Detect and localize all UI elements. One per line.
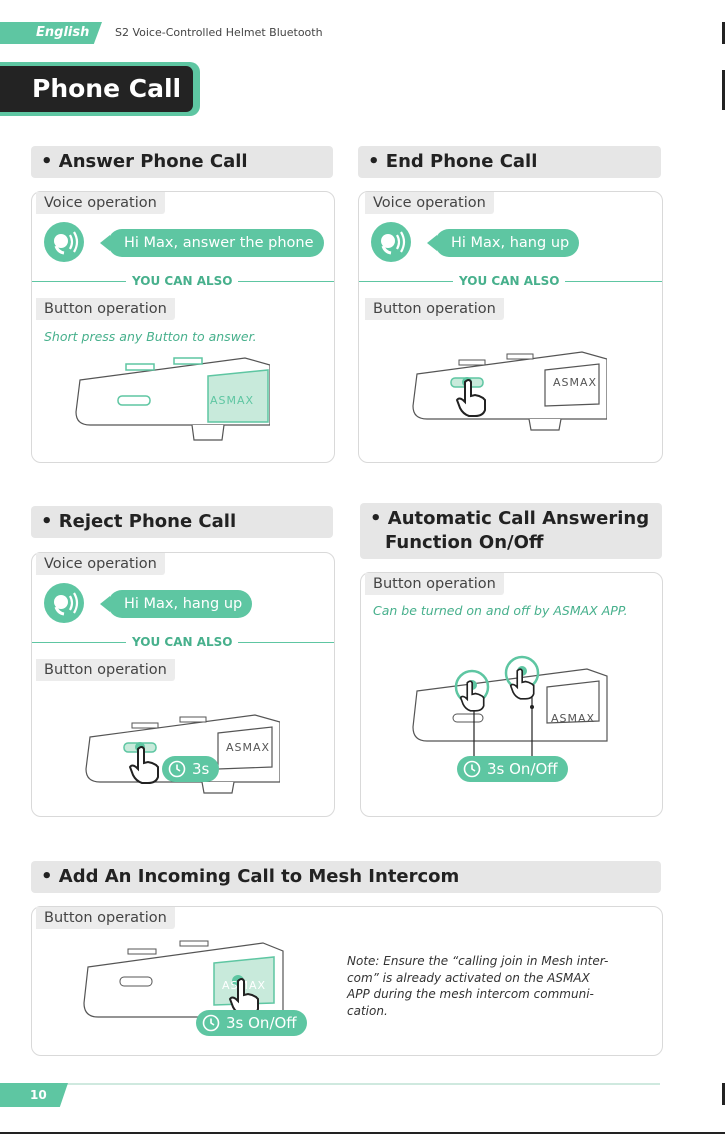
clock-icon [168, 760, 186, 778]
voice-operation-label: Voice operation [36, 553, 165, 575]
headset-device-icon [412, 655, 608, 761]
button-note: Can be turned on and off by ASMAX APP. [373, 603, 628, 618]
hold-duration-label: 3s On/Off [226, 1014, 297, 1032]
mesh-note-line: cation. [347, 1003, 388, 1018]
brand-label: ASMAX [226, 741, 271, 754]
brand-label: ASMAX [210, 394, 255, 407]
edge-mark [722, 70, 725, 110]
voice-operation-label: Voice operation [36, 192, 165, 214]
auto-answer-title-line1: • Automatic Call Answering [370, 508, 650, 529]
hold-duration-pill: 3s [162, 756, 220, 782]
voice-speaker-icon [371, 222, 411, 262]
end-call-card: Voice operation Hi Max, hang up YOU CAN … [358, 191, 663, 463]
auto-answer-title-line2: Function On/Off [385, 532, 544, 553]
speech-arrow [100, 235, 110, 251]
answer-call-card: Voice operation Hi Max, answer the phone… [31, 191, 335, 463]
footer-rule [62, 1083, 660, 1085]
hold-duration-pill: 3s On/Off [196, 1010, 307, 1036]
you-can-also-label: YOU CAN ALSO [126, 274, 239, 288]
button-note: Short press any Button to answer. [44, 329, 257, 344]
auto-answer-card: Button operation Can be turned on and of… [360, 572, 663, 817]
voice-operation-label: Voice operation [365, 192, 494, 214]
voice-speaker-icon [44, 222, 84, 262]
headset-device-icon [75, 357, 270, 441]
clock-icon [463, 760, 481, 778]
voice-command-pill: Hi Max, hang up [435, 229, 580, 257]
end-call-heading: • End Phone Call [358, 146, 661, 178]
mesh-note-line: Note: Ensure the “calling join in Mesh i… [347, 954, 609, 968]
edge-mark [722, 1083, 725, 1105]
page-number: 10 [0, 1083, 68, 1107]
mesh-note: Note: Ensure the “calling join in Mesh i… [347, 953, 647, 1019]
brand-label: ASMAX [553, 376, 598, 389]
hold-duration-label: 3s On/Off [487, 760, 558, 778]
hold-duration-label: 3s [192, 760, 210, 778]
answer-call-heading: • Answer Phone Call [31, 146, 333, 178]
you-can-also-label: YOU CAN ALSO [126, 635, 239, 649]
section-title-frame: Phone Call [0, 62, 200, 116]
document-title: S2 Voice-Controlled Helmet Bluetooth [115, 26, 323, 39]
button-operation-label: Button operation [36, 298, 175, 320]
button-operation-label: Button operation [36, 907, 175, 929]
speech-arrow [100, 596, 110, 612]
hand-pointer-icon [509, 668, 535, 700]
mesh-intercom-card: Button operation ASMAX 3s On/Off Note: E… [31, 906, 663, 1056]
mesh-note-line: com” is already activated on the ASMAX [347, 970, 590, 985]
voice-command-pill: Hi Max, hang up [108, 590, 253, 618]
language-tab: English [0, 22, 102, 44]
page-title: Phone Call [0, 66, 193, 112]
edge-mark [722, 22, 725, 44]
button-operation-label: Button operation [365, 298, 504, 320]
auto-answer-heading: • Automatic Call Answering Function On/O… [360, 503, 662, 559]
mesh-intercom-heading: • Add An Incoming Call to Mesh Intercom [31, 861, 661, 893]
hold-duration-pill: 3s On/Off [457, 756, 568, 782]
clock-icon [202, 1014, 220, 1032]
voice-speaker-icon [44, 583, 84, 623]
reject-call-heading: • Reject Phone Call [31, 506, 333, 538]
voice-command-pill: Hi Max, answer the phone [108, 229, 324, 257]
headset-device-icon [412, 351, 607, 431]
speech-arrow [427, 235, 437, 251]
button-operation-label: Button operation [365, 573, 504, 595]
hand-pointer-icon [455, 379, 486, 417]
reject-call-card: Voice operation Hi Max, hang up YOU CAN … [31, 552, 335, 817]
button-operation-label: Button operation [36, 659, 175, 681]
mesh-note-line: APP during the mesh intercom communi- [347, 987, 594, 1001]
bottom-rule [0, 1132, 725, 1134]
hand-pointer-icon [459, 680, 485, 712]
brand-label: ASMAX [551, 712, 596, 725]
you-can-also-label: YOU CAN ALSO [453, 274, 566, 288]
hand-pointer-icon [128, 746, 159, 784]
